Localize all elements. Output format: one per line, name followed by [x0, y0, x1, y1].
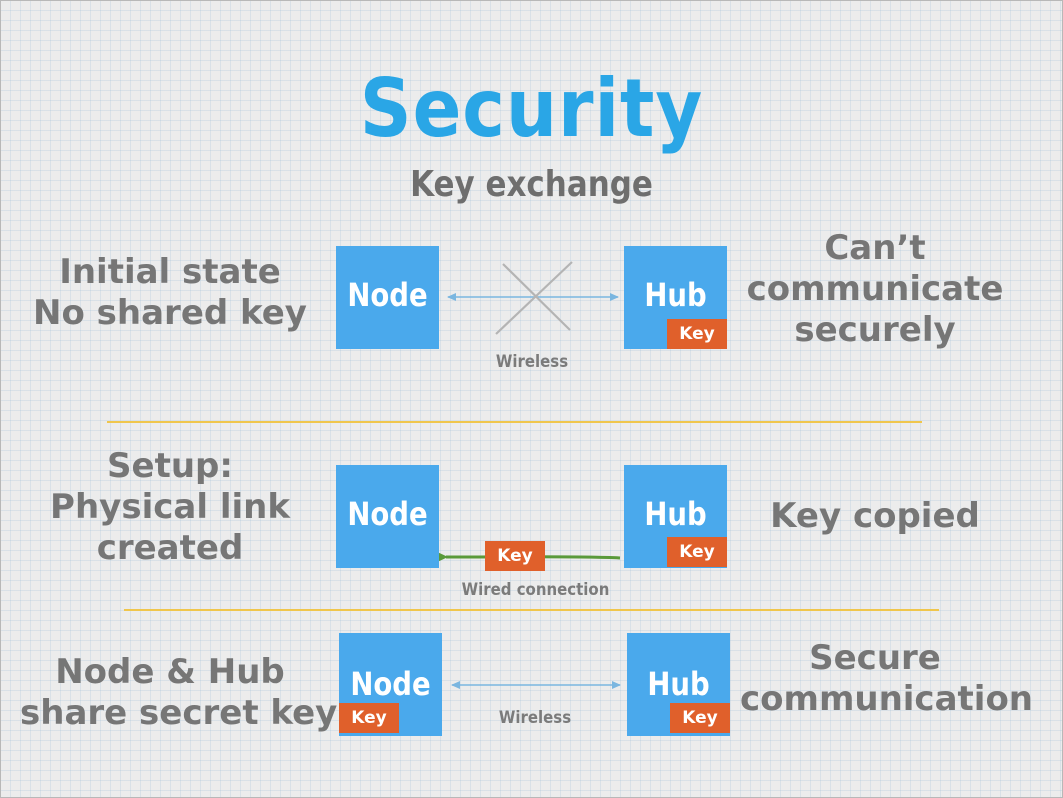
- slide-title: Security: [359, 62, 704, 155]
- row2-left-line1: Setup:: [107, 446, 233, 486]
- row3-left-label: Node & Hub share secret key: [20, 652, 338, 734]
- row1-right-line3: securely: [794, 309, 956, 350]
- node-label: Node: [350, 665, 431, 703]
- slide-subtitle: Key exchange: [410, 164, 653, 205]
- hub-label: Hub: [647, 665, 710, 703]
- row3-left-line2: share secret key: [20, 692, 338, 733]
- row3-left-line1: Node & Hub: [55, 652, 285, 692]
- hub-label: Hub: [644, 276, 707, 314]
- row2-right-label: Key copied: [740, 496, 1010, 537]
- row3-right-label: Secure communication: [740, 638, 1034, 720]
- row2-left-label: Setup: Physical link created: [30, 446, 310, 568]
- row2-left-line3: created: [96, 527, 244, 568]
- hub-key-badge-row2: Key: [667, 537, 727, 567]
- node-key-badge-row3: Key: [339, 703, 399, 733]
- transferred-key-badge: Key: [485, 541, 545, 571]
- blocked-cross-icon: [495, 261, 573, 335]
- row1-right-line2: communicate: [746, 268, 1004, 309]
- hub-box-row3: Hub Key: [627, 633, 730, 736]
- row1-right-line1: Can’t: [824, 228, 926, 268]
- connection-label-row3: Wireless: [498, 708, 572, 728]
- row1-left-label: Initial state No shared key: [30, 252, 310, 334]
- divider-1: [107, 421, 922, 423]
- connection-label-row1: Wireless: [495, 352, 569, 372]
- connection-label-row2: Wired connection: [461, 580, 610, 600]
- row1-right-label: Can’t communicate securely: [740, 228, 1010, 350]
- row2-right-line1: Key copied: [770, 496, 980, 536]
- node-label: Node: [347, 276, 428, 314]
- hub-key-badge-row1: Key: [667, 319, 727, 349]
- row1-left-line2: No shared key: [33, 292, 307, 333]
- node-box-row3: Node Key: [339, 633, 442, 736]
- row1-left-line1: Initial state: [59, 252, 281, 292]
- hub-box-row2: Hub Key: [624, 465, 727, 568]
- wired-arrow-row2: [432, 550, 621, 565]
- hub-box-row1: Hub Key: [624, 246, 727, 349]
- node-box-row1: Node: [336, 246, 439, 349]
- divider-2: [124, 609, 939, 611]
- row3-right-line1: Secure: [809, 638, 941, 678]
- row2-left-line2: Physical link: [50, 486, 290, 527]
- hub-label: Hub: [644, 495, 707, 533]
- row3-right-line2: communication: [740, 678, 1034, 719]
- node-label: Node: [347, 495, 428, 533]
- hub-key-badge-row3: Key: [670, 703, 730, 733]
- node-box-row2: Node: [336, 465, 439, 568]
